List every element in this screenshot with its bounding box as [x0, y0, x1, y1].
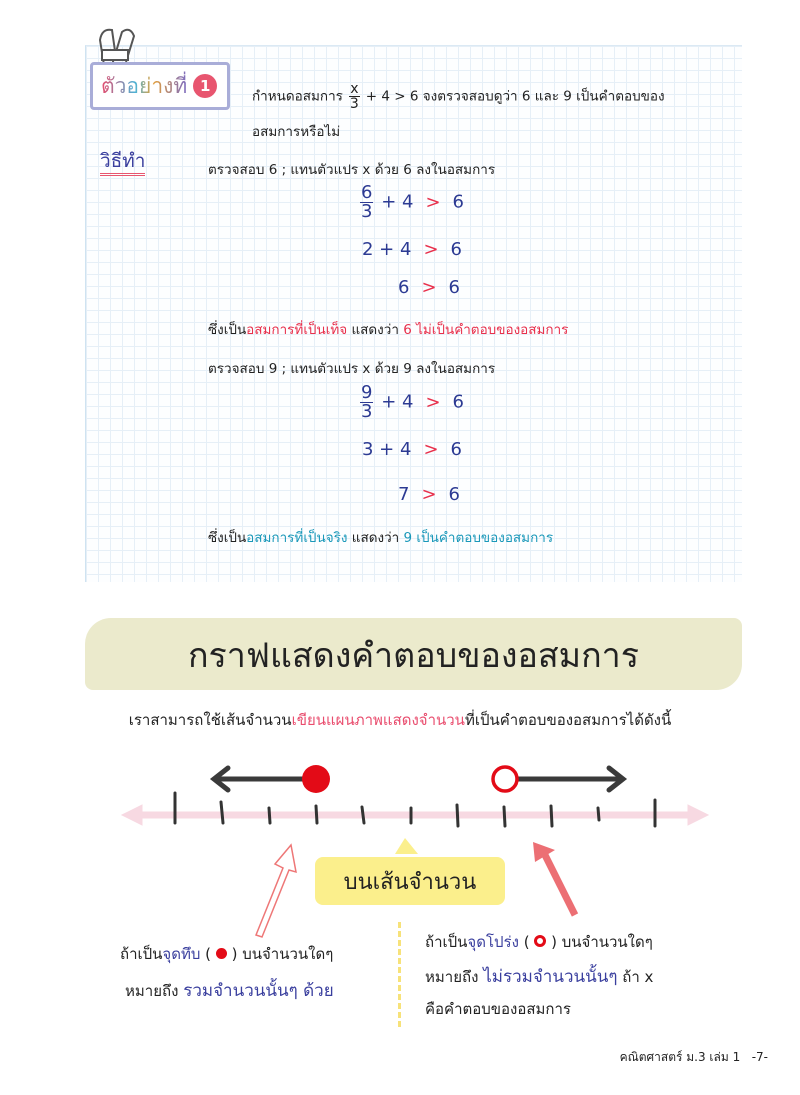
- number-line-label: บนเส้นจำนวน: [315, 857, 505, 905]
- conclusion-6: ซึ่งเป็นอสมการที่เป็นเท็จ แสดงว่า 6 ไม่เ…: [208, 318, 568, 340]
- text: แสดงว่า: [347, 530, 404, 546]
- operator: >: [423, 439, 439, 460]
- highlight: 9 เป็นคำตอบของอสมการ: [403, 530, 554, 546]
- text: บนจำนวนใดๆ: [561, 933, 653, 951]
- lhs: 6: [398, 277, 410, 298]
- equation-row: 2 + 4 >6: [362, 239, 462, 260]
- operator: >: [421, 277, 437, 298]
- closed-dot-line-1: ถ้าเป็นจุดทึบ ( ) บนจำนวนใดๆ: [120, 942, 333, 966]
- lhs: 7: [398, 484, 410, 505]
- outline-arrow: [255, 843, 297, 938]
- rhs: 6: [452, 391, 464, 413]
- text: (: [523, 933, 530, 951]
- text: หมายถึง: [425, 968, 479, 986]
- lhs: 3 + 4: [362, 439, 412, 460]
- example-label: ตัวอย่างที่: [101, 70, 187, 103]
- section-title: กราฟแสดงคำตอบของอสมการ: [187, 636, 640, 676]
- solution-label: วิธีทำ: [100, 150, 146, 176]
- open-dot-line-1: ถ้าเป็นจุดโปร่ง ( ) บนจำนวนใดๆ: [425, 930, 653, 954]
- page-number: -7-: [751, 1050, 768, 1064]
- open-dot-icon: [534, 935, 547, 947]
- denominator: 3: [349, 96, 359, 112]
- denominator: 3: [361, 201, 373, 222]
- grid-paper-panel: [85, 45, 742, 582]
- text: ): [551, 933, 557, 951]
- closed-dot-icon: [215, 948, 227, 959]
- operator: >: [421, 484, 437, 505]
- text: ถ้าเป็น: [425, 933, 468, 951]
- highlight: ไม่รวมจำนวนนั้นๆ: [483, 967, 618, 987]
- highlight: เขียนแผนภาพแสดงจำนวน: [291, 711, 465, 729]
- book-title: คณิตศาสตร์ ม.3 เล่ม 1: [619, 1050, 741, 1064]
- footer: คณิตศาสตร์ ม.3 เล่ม 1 -7-: [620, 1048, 768, 1067]
- highlight: อสมการที่เป็นเท็จ: [246, 322, 348, 338]
- problem-line-2: อสมการหรือไม่: [252, 124, 341, 140]
- check-9: ตรวจสอบ 9 ; แทนตัวแปร x ด้วย 9 ลงในอสมกา…: [208, 361, 496, 377]
- numerator: x: [349, 81, 360, 97]
- text: (: [205, 945, 212, 963]
- number-line-diagram: [120, 765, 710, 938]
- highlight: อสมการที่เป็นจริง: [246, 530, 348, 546]
- lhs: 2 + 4: [362, 239, 412, 260]
- rhs: 6: [452, 191, 464, 213]
- text: + 4 > 6 จงตรวจสอบดูว่า 6 และ 9 เป็นคำตอบ…: [365, 88, 665, 105]
- rhs: 6: [450, 439, 462, 460]
- right-ray: [513, 765, 628, 793]
- solid-arrow: [533, 842, 579, 917]
- divider: [398, 922, 401, 1027]
- rhs: 6: [448, 484, 460, 505]
- lhs: + 4: [381, 191, 414, 213]
- text: ซึ่งเป็น: [208, 530, 247, 546]
- open-dot-line-3: คือคำตอบของอสมการ: [425, 1000, 571, 1018]
- example-number: 1: [193, 74, 218, 98]
- closed-dot-line-2: หมายถึง รวมจำนวนนั้นๆ ด้วย: [125, 977, 334, 1004]
- operator: >: [425, 391, 441, 413]
- text: เราสามารถใช้เส้นจำนวน: [128, 711, 292, 729]
- text: หมายถึง: [125, 982, 179, 1000]
- text: ที่เป็นคำตอบของอสมการได้ดังนี้: [464, 711, 672, 729]
- text: ): [231, 945, 238, 963]
- conclusion-9: ซึ่งเป็นอสมการที่เป็นจริง แสดงว่า 9 เป็น…: [208, 526, 553, 548]
- example-badge: ตัวอย่างที่ 1: [90, 62, 230, 110]
- section-banner: [85, 618, 742, 690]
- equation-row: 6 >6: [398, 277, 460, 298]
- text: แสดงว่า: [347, 322, 404, 338]
- highlight: จุดทึบ: [162, 945, 201, 963]
- closed-dot: [302, 765, 330, 793]
- open-dot: [491, 765, 519, 793]
- open-dot-line-2: หมายถึง ไม่รวมจำนวนนั้นๆ ถ้า x: [425, 963, 653, 990]
- text: ถ้า x: [622, 968, 654, 986]
- operator: >: [423, 239, 439, 260]
- intro-text: เราสามารถใช้เส้นจำนวนเขียนแผนภาพแสดงจำนว…: [0, 708, 800, 732]
- equation-row: 7 >6: [398, 484, 460, 505]
- rhs: 6: [450, 239, 462, 260]
- operator: >: [425, 191, 441, 213]
- text: บนจำนวนใดๆ: [242, 945, 334, 963]
- equation-row: 3 + 4 >6: [362, 439, 462, 460]
- label-pointer: [395, 838, 418, 854]
- paper-clip-icon: [98, 28, 136, 66]
- highlight: จุดโปร่ง: [467, 933, 519, 951]
- ticks: [173, 791, 657, 828]
- left-ray: [209, 765, 308, 793]
- number-line: [120, 804, 710, 826]
- text: ซึ่งเป็น: [208, 322, 247, 338]
- text: ถ้าเป็น: [120, 945, 163, 963]
- highlight: รวมจำนวนนั้นๆ ด้วย: [183, 981, 334, 1001]
- check-6: ตรวจสอบ 6 ; แทนตัวแปร x ด้วย 6 ลงในอสมกา…: [208, 162, 496, 178]
- denominator: 3: [361, 401, 373, 422]
- numerator: 9: [360, 382, 374, 403]
- highlight: 6 ไม่เป็นคำตอบของอสมการ: [403, 322, 569, 338]
- numerator: 6: [360, 182, 374, 203]
- lhs: + 4: [381, 391, 414, 413]
- text: กำหนดอสมการ: [252, 88, 343, 105]
- rhs: 6: [448, 277, 460, 298]
